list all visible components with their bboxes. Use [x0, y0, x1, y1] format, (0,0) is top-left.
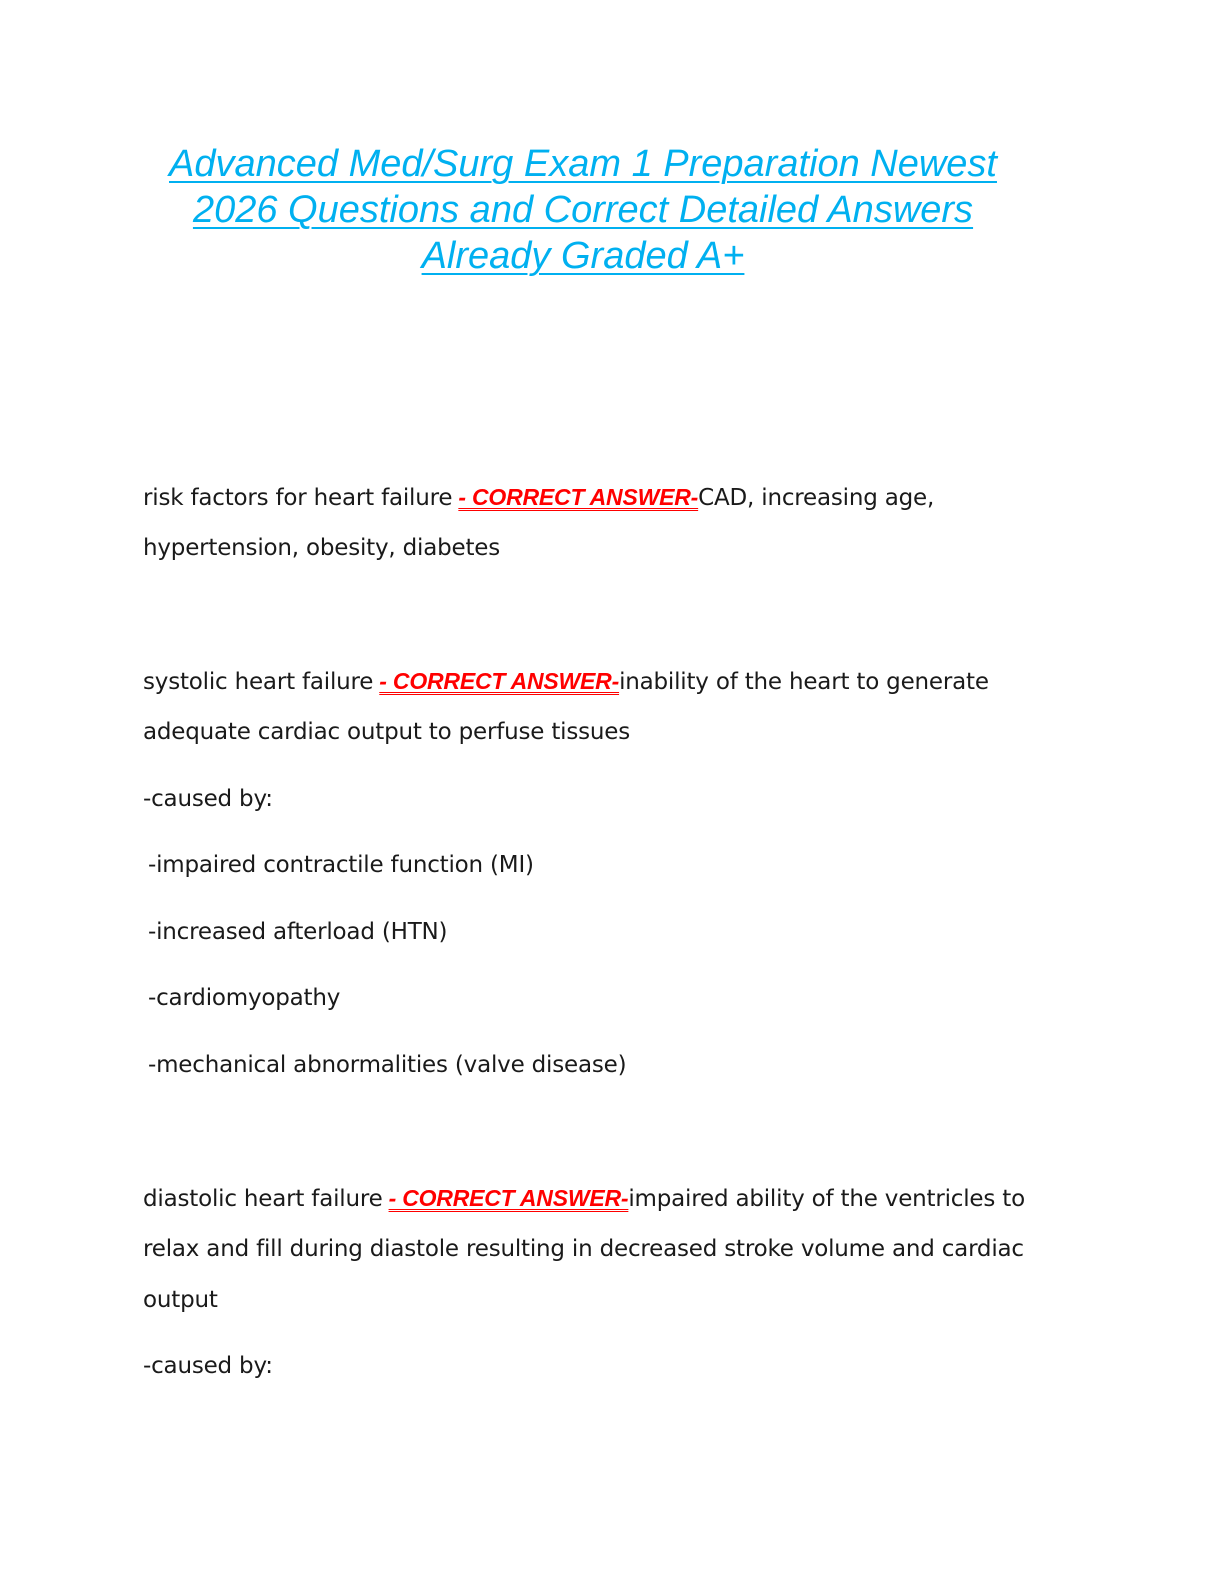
- title-line-3: Already Graded A+: [421, 235, 745, 277]
- entry-1-answer: CAD, increasing age,: [698, 485, 935, 511]
- entry-2-answer: inability of the heart to generate: [619, 669, 989, 695]
- entry-1-question-line: risk factors for heart failure- CORRECT …: [143, 482, 934, 513]
- entry-3-continuation-1: relax and fill during diastole resulting…: [143, 1236, 1024, 1262]
- entry-2-answer-marker: - CORRECT ANSWER-: [379, 668, 620, 694]
- entry-3-question-line: diastolic heart failure- CORRECT ANSWER-…: [143, 1183, 1025, 1214]
- entry-3-continuation-2: output: [143, 1287, 218, 1313]
- entry-3-term: diastolic heart failure: [143, 1186, 383, 1212]
- entry-1-continuation-1: hypertension, obesity, diabetes: [143, 535, 501, 561]
- entry-2-continuation-4: -increased afterload (HTN): [148, 919, 448, 945]
- entry-2-continuation-2: -caused by:: [143, 786, 273, 812]
- entry-3-answer-marker: - CORRECT ANSWER-: [388, 1185, 629, 1211]
- title-line-2: 2026 Questions and Correct Detailed Answ…: [192, 189, 974, 231]
- entry-1-answer-marker: - CORRECT ANSWER-: [458, 484, 699, 510]
- document-title: Advanced Med/Surg Exam 1 Preparation New…: [120, 141, 1046, 279]
- entry-2-term: systolic heart failure: [143, 669, 374, 695]
- entry-2-continuation-1: adequate cardiac output to perfuse tissu…: [143, 719, 631, 745]
- entry-1-term: risk factors for heart failure: [143, 485, 453, 511]
- entry-2-continuation-6: -mechanical abnormalities (valve disease…: [148, 1052, 627, 1078]
- entry-2-continuation-3: -impaired contractile function (MI): [148, 852, 534, 878]
- title-line-1: Advanced Med/Surg Exam 1 Preparation New…: [169, 143, 997, 185]
- entry-3-answer: impaired ability of the ventricles to: [628, 1186, 1025, 1212]
- entry-2-question-line: systolic heart failure- CORRECT ANSWER-i…: [143, 666, 989, 697]
- entry-2-continuation-5: -cardiomyopathy: [148, 985, 341, 1011]
- entry-3-continuation-3: -caused by:: [143, 1353, 273, 1379]
